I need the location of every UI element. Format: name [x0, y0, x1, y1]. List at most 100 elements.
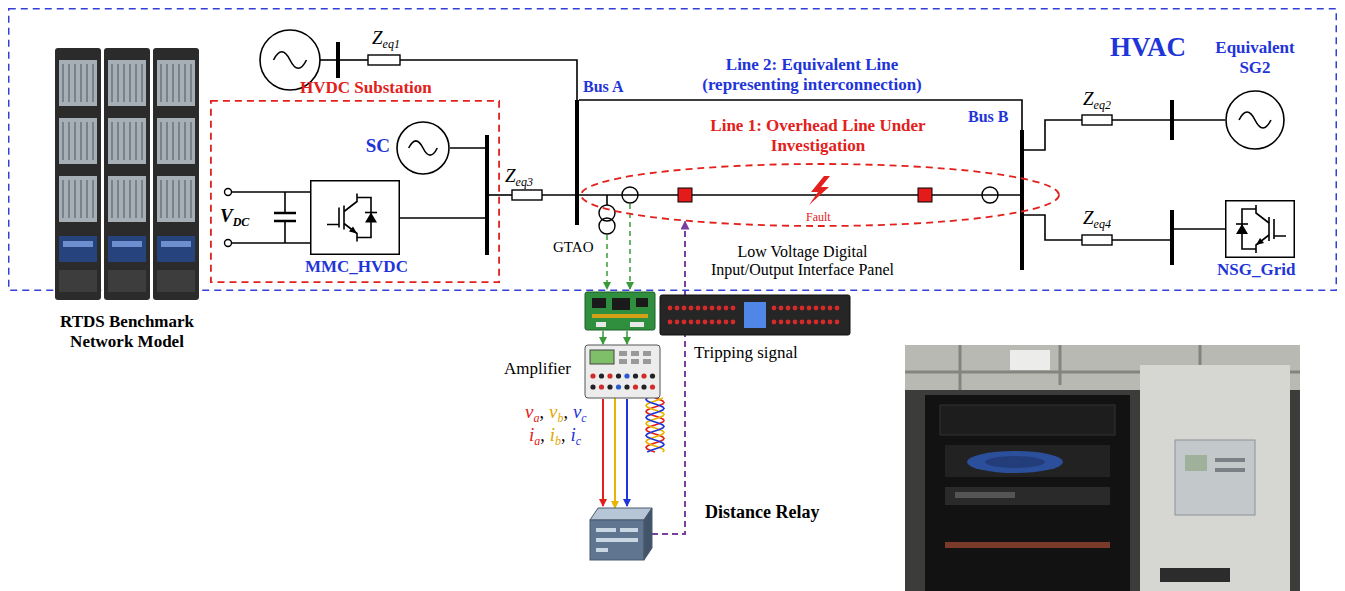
rtds-simulator-shape — [123, 122, 125, 160]
io-interface-panel-shape — [710, 306, 715, 311]
distance-relay-shape — [644, 508, 652, 560]
amplifier-shape — [643, 359, 651, 364]
rtds-simulator-shape — [68, 180, 70, 218]
rtds-simulator-shape — [178, 122, 180, 160]
synchronous-condenser-shape — [396, 121, 450, 175]
circuit-breaker — [678, 188, 692, 202]
signal-name: i — [529, 424, 534, 445]
impedance-subscript: eq2 — [1094, 98, 1111, 112]
mmc-converter-shape — [310, 180, 400, 255]
wiring — [1024, 120, 1082, 150]
line-under-investigation-shape — [581, 164, 1059, 226]
wiring — [1112, 119, 1170, 121]
amplifier-shape — [599, 373, 604, 378]
io-interface-panel-shape — [675, 306, 680, 311]
twisted-cable — [646, 398, 664, 452]
io-interface-panel-shape — [835, 320, 840, 325]
bus-bar — [1170, 100, 1174, 140]
signal-arrow — [626, 399, 628, 506]
io-interface-panel-shape — [779, 320, 784, 325]
lab-photo — [985, 456, 1045, 468]
amplifier-shape — [650, 384, 655, 389]
distance-relay-shape — [620, 528, 638, 532]
label-group: Zeq4 — [1083, 207, 1111, 232]
lab-photo — [945, 487, 1110, 505]
rtds-simulator-shape — [190, 180, 192, 218]
rtds-simulator-shape — [129, 122, 131, 160]
equivalent-generator-shape — [1225, 90, 1285, 150]
amplifier-shape — [590, 373, 595, 378]
rtds-simulator-shape — [55, 48, 200, 300]
io-interface-panel-shape — [821, 320, 826, 325]
rtds-simulator-shape — [172, 122, 174, 160]
rtds-simulator-shape — [160, 64, 162, 102]
rtds-simulator-shape — [112, 241, 142, 247]
rtds-simulator-shape — [68, 64, 70, 102]
generator-symbol — [274, 52, 307, 69]
mmc-converter-shape — [327, 208, 339, 228]
rtds-simulator-shape — [161, 241, 191, 247]
signal-arrow — [614, 398, 616, 508]
equivalent-generator: Equivalent SG2 — [1225, 90, 1285, 150]
impedance-label: Z — [505, 165, 516, 186]
lab-photo — [1175, 440, 1255, 515]
amplifier-shape — [624, 384, 629, 389]
amplifier-shape — [631, 351, 639, 356]
wiring — [1024, 215, 1082, 240]
rtds-simulator-shape — [117, 122, 119, 160]
gtao-card — [585, 292, 655, 330]
rtds-simulator-shape — [157, 118, 195, 164]
lab-photo — [1010, 350, 1050, 370]
wiring — [232, 191, 311, 193]
label-group: VDC — [220, 205, 249, 230]
bus-bar — [1020, 130, 1024, 270]
signal-subscript: a — [534, 434, 540, 448]
impedance-subscript: eq1 — [383, 37, 400, 51]
separator: , — [540, 425, 545, 445]
measurement-arrow — [602, 331, 604, 344]
bus-label: Bus B — [968, 108, 1008, 125]
rtds-simulator-shape — [117, 64, 119, 102]
label-group: Zeq3 — [505, 165, 533, 190]
lab-photo — [925, 395, 1130, 591]
rtds-simulator-shape — [80, 122, 82, 160]
measurement-arrow — [606, 235, 608, 289]
rtds-simulator-shape — [59, 118, 97, 164]
impedance-symbol — [368, 55, 1112, 245]
circuit-breaker — [678, 188, 932, 202]
io-interface-panel: Low Voltage Digital Input/Output Interfa… — [660, 295, 850, 335]
rtds-simulator-shape — [59, 236, 97, 262]
hvac-region-shape — [9, 9, 1337, 291]
io-interface-panel-shape — [703, 306, 708, 311]
rtds-simulator-shape — [184, 180, 186, 218]
io-interface-panel-shape — [668, 306, 673, 311]
mmc-converter: MMC_HVDC — [310, 180, 400, 255]
amplifier-shape — [650, 373, 655, 378]
nsg-converter-shape — [1256, 205, 1269, 223]
rtds-simulator-shape — [80, 180, 82, 218]
device-label: NSG_Grid — [1217, 260, 1295, 280]
impedance-symbol — [368, 55, 400, 65]
amplifier-shape — [616, 384, 621, 389]
instrument-transformer — [599, 218, 615, 234]
rtds-simulator-shape — [166, 180, 168, 218]
rtds-simulator-shape — [190, 64, 192, 102]
lab-photo — [905, 345, 1300, 591]
lab-photo — [967, 451, 1063, 473]
io-interface-panel-shape — [703, 320, 708, 325]
io-interface-panel-shape — [786, 320, 791, 325]
rtds-simulator-shape — [92, 122, 94, 160]
rtds-simulator-shape — [68, 122, 70, 160]
amplifier-shape — [585, 345, 660, 398]
wiring — [489, 194, 512, 196]
wiring — [274, 213, 296, 221]
io-interface-panel-shape — [689, 320, 694, 325]
rtds-simulator: RTDS Benchmark Network Model — [55, 48, 200, 300]
circuit-breaker — [918, 188, 932, 202]
rtds-simulator-shape — [190, 122, 192, 160]
rtds-simulator-shape — [111, 64, 113, 102]
bus-bar — [1170, 210, 1174, 265]
rtds-simulator-shape — [160, 122, 162, 160]
io-interface-panel-shape — [689, 306, 694, 311]
